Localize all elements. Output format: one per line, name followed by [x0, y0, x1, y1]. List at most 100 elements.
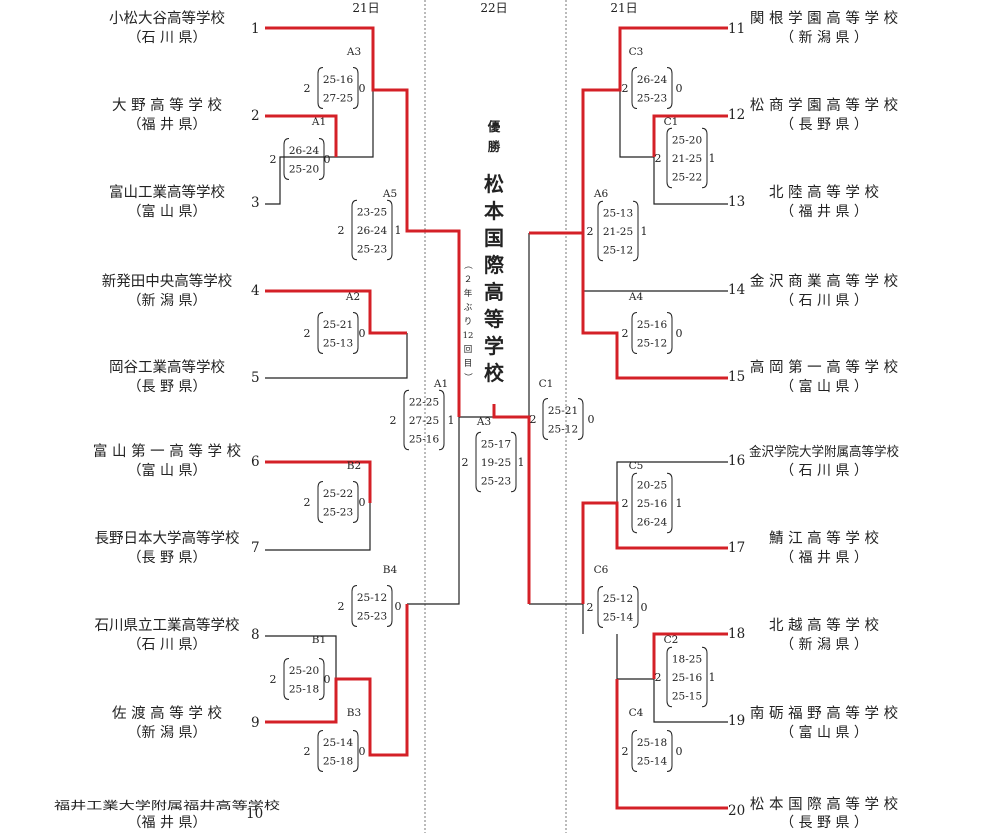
champion-name: 等: [484, 307, 504, 331]
team-name: 松 本 国 際 高 等 学 校: [750, 795, 898, 813]
team-name: 南 砺 福 野 高 等 学 校: [750, 704, 898, 722]
set-score: 26-24: [357, 225, 388, 237]
team-prefecture: （福 井 県）: [128, 117, 207, 133]
sets-won-right: 0: [324, 673, 331, 686]
set-score: 23-25: [357, 207, 387, 219]
champion-note: 年: [464, 288, 473, 299]
team-prefecture: （ 福 井 県 ）: [780, 204, 868, 220]
sets-won-right: 0: [359, 82, 366, 95]
team-entry: 11関 根 学 園 高 等 学 校（ 新 潟 県 ）: [728, 9, 898, 46]
set-score: 25-23: [357, 610, 387, 622]
sets-won-right: 1: [395, 224, 402, 237]
team-name: 金沢学院大学附属高等学校: [749, 444, 899, 460]
team-number: 17: [728, 540, 745, 556]
match-id: C4: [629, 707, 644, 719]
match-id: C6: [594, 564, 609, 576]
sets-won-left: 2: [304, 327, 311, 340]
winner-path: [529, 26, 728, 235]
day-dividers: [424, 0, 567, 833]
sets-won-left: 2: [338, 224, 345, 237]
team-number: 10: [246, 806, 263, 822]
set-score: 25-18: [323, 755, 353, 767]
champion-name: 学: [484, 334, 504, 358]
sets-won-left: 2: [270, 153, 277, 166]
team-entry: 長野日本大学高等学校（長 野 県）7: [95, 529, 260, 566]
match-id: B2: [347, 460, 361, 472]
score-bracket-right: [352, 67, 359, 109]
set-score: 26-24: [637, 74, 668, 86]
sets-won-left: 2: [390, 414, 397, 427]
team-entry: 富 山 第 一 高 等 学 校（富 山 県）6: [93, 442, 260, 479]
team-entry: 新発田中央高等学校（新 潟 県）4: [102, 272, 260, 309]
team-name: 関 根 学 園 高 等 学 校: [750, 9, 898, 27]
sets-won-right: 0: [359, 745, 366, 758]
score-bracket-right: [352, 730, 359, 772]
set-score: 27-25: [323, 92, 353, 104]
sets-won-right: 1: [709, 152, 716, 165]
score-bracket-left: [597, 586, 604, 628]
set-score: 25-20: [289, 163, 319, 175]
sets-won-right: 0: [588, 413, 595, 426]
champion-name: 高: [484, 280, 504, 304]
team-prefecture: （富 山 県）: [128, 203, 207, 220]
set-score: 25-14: [603, 611, 634, 623]
team-number: 5: [251, 370, 260, 386]
team-name: 長野日本大学高等学校: [95, 529, 240, 547]
set-score: 25-23: [323, 506, 353, 518]
score-bracket-left: [542, 398, 549, 440]
day-label-left: 21日: [352, 1, 379, 15]
match-id: B4: [383, 564, 398, 576]
team-entry: 佐 渡 高 等 学 校（新 潟 県）9: [112, 704, 260, 741]
sets-won-left: 2: [587, 225, 594, 238]
set-score: 25-12: [603, 245, 633, 257]
team-prefecture: （ 富 山 県 ）: [780, 378, 868, 395]
winner-path: [265, 26, 461, 417]
match-id: A2: [345, 291, 360, 303]
sets-won-left: 2: [622, 327, 629, 340]
team-prefecture: （ 石 川 県 ）: [780, 463, 868, 479]
team-name: 北 越 高 等 学 校: [769, 616, 879, 634]
champion-name: 国: [484, 226, 504, 250]
team-number: 12: [728, 107, 745, 123]
day-label-center: 22日: [480, 1, 507, 15]
score-bracket-right: [577, 398, 584, 440]
champion-note: ２: [464, 275, 473, 285]
team-number: 1: [251, 21, 260, 37]
champion-label: 優: [487, 119, 501, 134]
team-number: 20: [728, 803, 745, 819]
champion-name: 校: [484, 361, 505, 385]
set-score: 25-13: [603, 208, 633, 220]
team-name: 大 野 高 等 学 校: [112, 96, 222, 114]
team-name: 富 山 第 一 高 等 学 校: [93, 442, 241, 460]
score-bracket-left: [666, 646, 673, 708]
score-bracket-right: [701, 127, 708, 189]
set-score: 25-20: [672, 135, 702, 147]
score-bracket-left: [403, 389, 410, 451]
sets-won-right: 1: [641, 225, 648, 238]
team-entry: 福井工業大学附属福井高等学校（福 井 県）10: [54, 798, 280, 831]
winner-path: [492, 404, 531, 604]
champion-note: （: [462, 261, 473, 270]
set-score: 25-22: [323, 488, 353, 500]
sets-won-right: 0: [359, 496, 366, 509]
sets-won-right: 0: [324, 153, 331, 166]
right-team-names: 11関 根 学 園 高 等 学 校（ 新 潟 県 ） 12松 商 学 園 高 等…: [728, 9, 899, 831]
champion-name: 際: [484, 253, 505, 277]
winner-path: [265, 460, 372, 503]
champion-note: 回: [464, 345, 473, 355]
set-score: 25-12: [637, 337, 667, 349]
set-score: 25-23: [481, 476, 511, 488]
match-id: C5: [629, 460, 644, 472]
champion-name: 松: [484, 172, 504, 196]
set-score: 20-25: [637, 480, 667, 492]
match-id: C3: [629, 46, 644, 58]
